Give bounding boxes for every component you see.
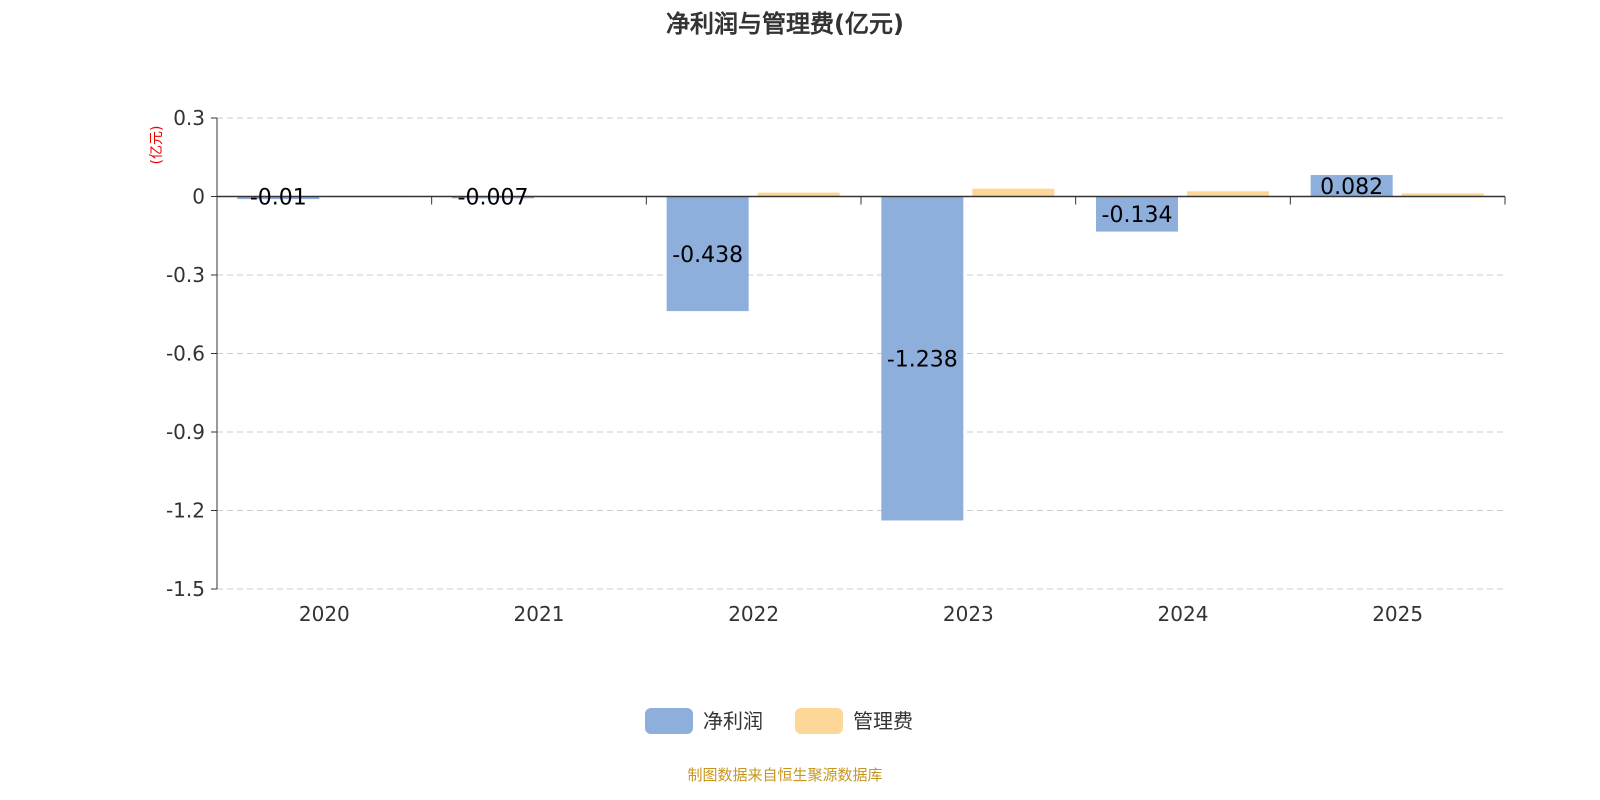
y-tick-label: -1.5 bbox=[166, 577, 205, 601]
chart-title: 净利润与管理费(亿元) bbox=[666, 10, 904, 38]
y-tick-label: 0 bbox=[192, 185, 205, 209]
y-tick-label: -0.6 bbox=[166, 342, 205, 366]
x-tick-label: 2024 bbox=[1158, 602, 1209, 626]
source-note: 制图数据来自恒生聚源数据库 bbox=[687, 766, 882, 784]
y-axis-unit: (亿元) bbox=[149, 126, 165, 165]
y-tick-label: 0.3 bbox=[173, 106, 205, 130]
data-label: -0.01 bbox=[250, 186, 307, 211]
legend-label: 管理费 bbox=[853, 709, 913, 733]
net-profit-bar bbox=[881, 196, 964, 521]
mgmt-fee-bar bbox=[1401, 193, 1484, 197]
mgmt-fee-bar bbox=[972, 188, 1055, 197]
data-label: 0.082 bbox=[1320, 175, 1383, 200]
net-profit-bar bbox=[1310, 175, 1393, 197]
x-tick-label: 2025 bbox=[1372, 602, 1423, 626]
y-tick-label: -1.2 bbox=[166, 499, 205, 523]
legend-swatch bbox=[795, 708, 843, 734]
x-tick-label: 2020 bbox=[299, 602, 350, 626]
x-tick-label: 2023 bbox=[943, 602, 994, 626]
legend-label: 净利润 bbox=[703, 709, 763, 733]
net-profit-bar bbox=[237, 196, 320, 200]
data-label: -0.134 bbox=[1102, 203, 1173, 228]
y-tick-label: -0.3 bbox=[166, 263, 205, 287]
net-profit-bar bbox=[452, 196, 534, 199]
data-label: -0.007 bbox=[458, 186, 529, 211]
y-tick-label: -0.9 bbox=[166, 420, 205, 444]
x-tick-label: 2022 bbox=[728, 602, 779, 626]
data-label: -0.438 bbox=[672, 243, 743, 268]
x-tick-label: 2021 bbox=[514, 602, 565, 626]
net-profit-bar bbox=[1096, 196, 1178, 232]
mgmt-fee-bar bbox=[1187, 191, 1269, 197]
legend-swatch bbox=[645, 708, 693, 734]
net-profit-bar bbox=[666, 196, 749, 312]
mgmt-fee-bar bbox=[757, 192, 840, 197]
data-label: -1.238 bbox=[887, 347, 958, 372]
